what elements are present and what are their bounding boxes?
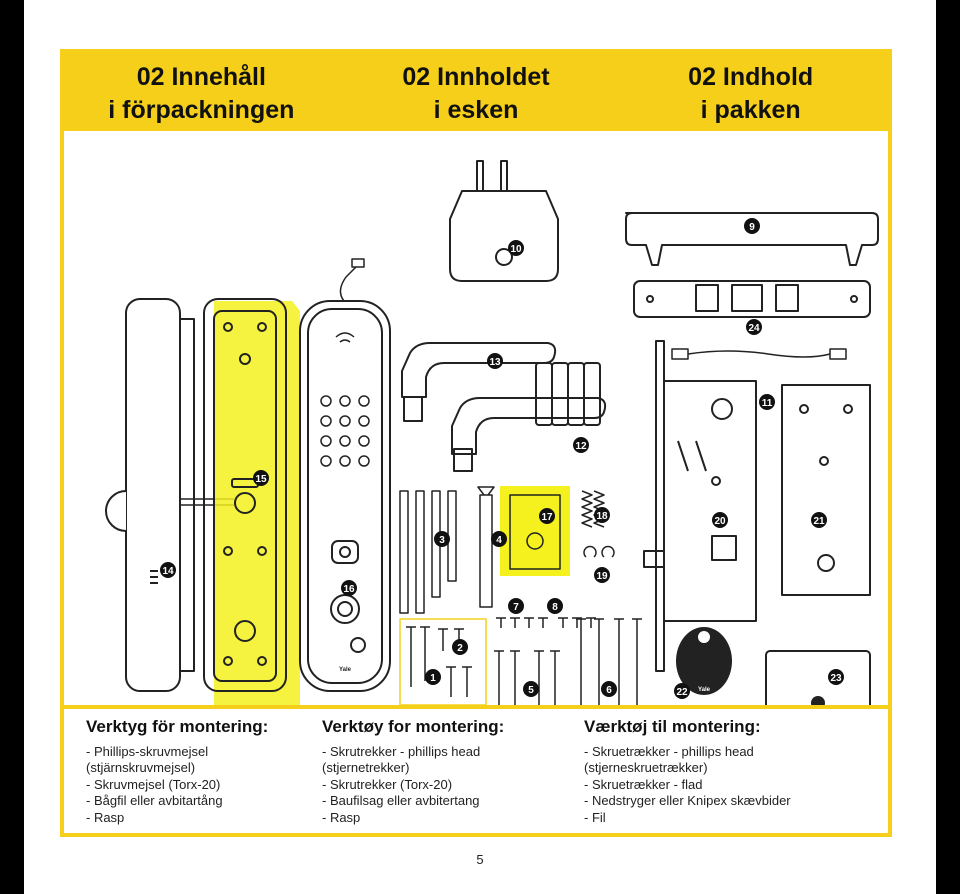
tools-title-no: Verktøy for montering: <box>322 717 505 736</box>
callout-5: 5 <box>523 681 539 697</box>
callout-2: 2 <box>452 639 468 655</box>
heading-swedish: 02 Innehåll i förpackningen <box>108 63 295 124</box>
callout-11: 11 <box>759 394 775 410</box>
part-spacer-plate <box>500 486 570 576</box>
callout-1: 1 <box>425 669 441 685</box>
tools-norwegian: Verktøy for montering: - Skrutrekker - p… <box>322 717 505 826</box>
callout-4: 4 <box>491 531 507 547</box>
svg-text:12: 12 <box>575 441 587 452</box>
tools-title-sv: Verktyg för montering: <box>86 717 269 736</box>
part-key-tag <box>676 627 732 695</box>
header-band: 02 Innehåll i förpackningen 02 Innholdet… <box>64 53 888 131</box>
part-long-bolts <box>494 618 642 705</box>
brand-mark-keypad: Yale <box>339 667 352 673</box>
callout-10: 10 <box>508 240 524 256</box>
parts-diagram: 1 2 3 4 5 6 7 8 9 10 11 12 13 14 15 16 1… <box>105 160 879 705</box>
svg-text:23: 23 <box>830 673 842 684</box>
part-power-adapter <box>449 160 559 282</box>
svg-text:16: 16 <box>343 584 355 595</box>
callout-18: 18 <box>594 507 610 523</box>
callout-13: 13 <box>487 353 503 369</box>
tools-danish: Værktøj til montering: - Skruetrækker - … <box>584 717 791 826</box>
callout-6: 6 <box>601 681 617 697</box>
svg-text:20: 20 <box>714 516 726 527</box>
callout-21: 21 <box>811 512 827 528</box>
callout-8: 8 <box>547 598 563 614</box>
tools-title-da: Værktøj til montering: <box>584 717 761 736</box>
svg-text:2: 2 <box>457 643 463 654</box>
svg-text:5: 5 <box>528 685 534 696</box>
svg-text:18: 18 <box>596 511 608 522</box>
part-strike-cover <box>625 212 879 266</box>
callout-labels: 1 2 3 4 5 6 7 8 9 10 11 12 13 14 15 16 1… <box>160 218 844 699</box>
svg-text:10: 10 <box>510 244 522 255</box>
part-circlips <box>583 545 615 558</box>
content-frame: 02 Innehåll i förpackningen 02 Innholdet… <box>60 49 892 837</box>
tools-list-no: - Skrutrekker - phillips head (stjernetr… <box>322 743 481 825</box>
part-strike-plate <box>633 280 871 318</box>
svg-text:17: 17 <box>541 512 553 523</box>
manual-page: 02 Innehåll i förpackningen 02 Innholdet… <box>24 0 936 894</box>
part-batteries <box>535 362 601 426</box>
brand-mark-tag: Yale <box>698 687 711 693</box>
callout-7: 7 <box>508 598 524 614</box>
part-outside-unit <box>105 298 234 692</box>
callout-20: 20 <box>712 512 728 528</box>
brand-mark-card: Yale <box>830 701 843 705</box>
svg-text:4: 4 <box>496 535 502 546</box>
svg-text:15: 15 <box>255 474 267 485</box>
svg-text:1: 1 <box>430 673 436 684</box>
callout-15: 15 <box>253 470 269 486</box>
part-back-plate <box>203 298 300 705</box>
part-spindles <box>399 490 457 614</box>
svg-text:14: 14 <box>162 566 174 577</box>
part-adapter-sleeve <box>477 486 495 608</box>
tools-list-sv: - Phillips-skruvmejsel (stjärnskruvmejse… <box>86 743 223 825</box>
callout-23: 23 <box>828 669 844 685</box>
callout-12: 12 <box>573 437 589 453</box>
callout-24: 24 <box>746 319 762 335</box>
tools-section: Verktyg för montering: - Phillips-skruvm… <box>64 709 888 833</box>
callout-16: 16 <box>341 580 357 596</box>
section-divider <box>64 705 888 709</box>
part-mounting-plate <box>781 384 871 596</box>
callout-22: 22 <box>674 683 690 699</box>
svg-text:22: 22 <box>676 687 688 698</box>
svg-text:13: 13 <box>489 357 501 368</box>
part-wood-screws <box>399 618 487 705</box>
svg-text:21: 21 <box>813 516 825 527</box>
part-cable <box>671 348 847 360</box>
part-mortise-lock <box>643 340 757 672</box>
callout-19: 19 <box>594 567 610 583</box>
svg-text:24: 24 <box>748 323 760 334</box>
svg-text:3: 3 <box>439 535 445 546</box>
callout-17: 17 <box>539 508 555 524</box>
part-small-screws <box>496 617 596 628</box>
part-keypad-unit <box>299 258 391 692</box>
page-number: 5 <box>476 852 484 867</box>
part-lever-handles <box>401 342 607 472</box>
tools-list-da: - Skruetrækker - phillips head (stjernes… <box>584 743 791 825</box>
part-key-card <box>765 650 871 705</box>
svg-text:8: 8 <box>552 602 558 613</box>
svg-text:19: 19 <box>596 571 608 582</box>
callout-9: 9 <box>744 218 760 234</box>
callout-14: 14 <box>160 562 176 578</box>
heading-norwegian: 02 Innholdet i esken <box>402 63 550 124</box>
tools-swedish: Verktyg för montering: - Phillips-skruvm… <box>86 717 269 826</box>
svg-text:7: 7 <box>513 602 519 613</box>
heading-danish: 02 Indhold i pakken <box>688 63 814 124</box>
svg-text:11: 11 <box>762 398 773 409</box>
callout-3: 3 <box>434 531 450 547</box>
svg-text:6: 6 <box>606 685 612 696</box>
svg-text:9: 9 <box>749 222 755 233</box>
